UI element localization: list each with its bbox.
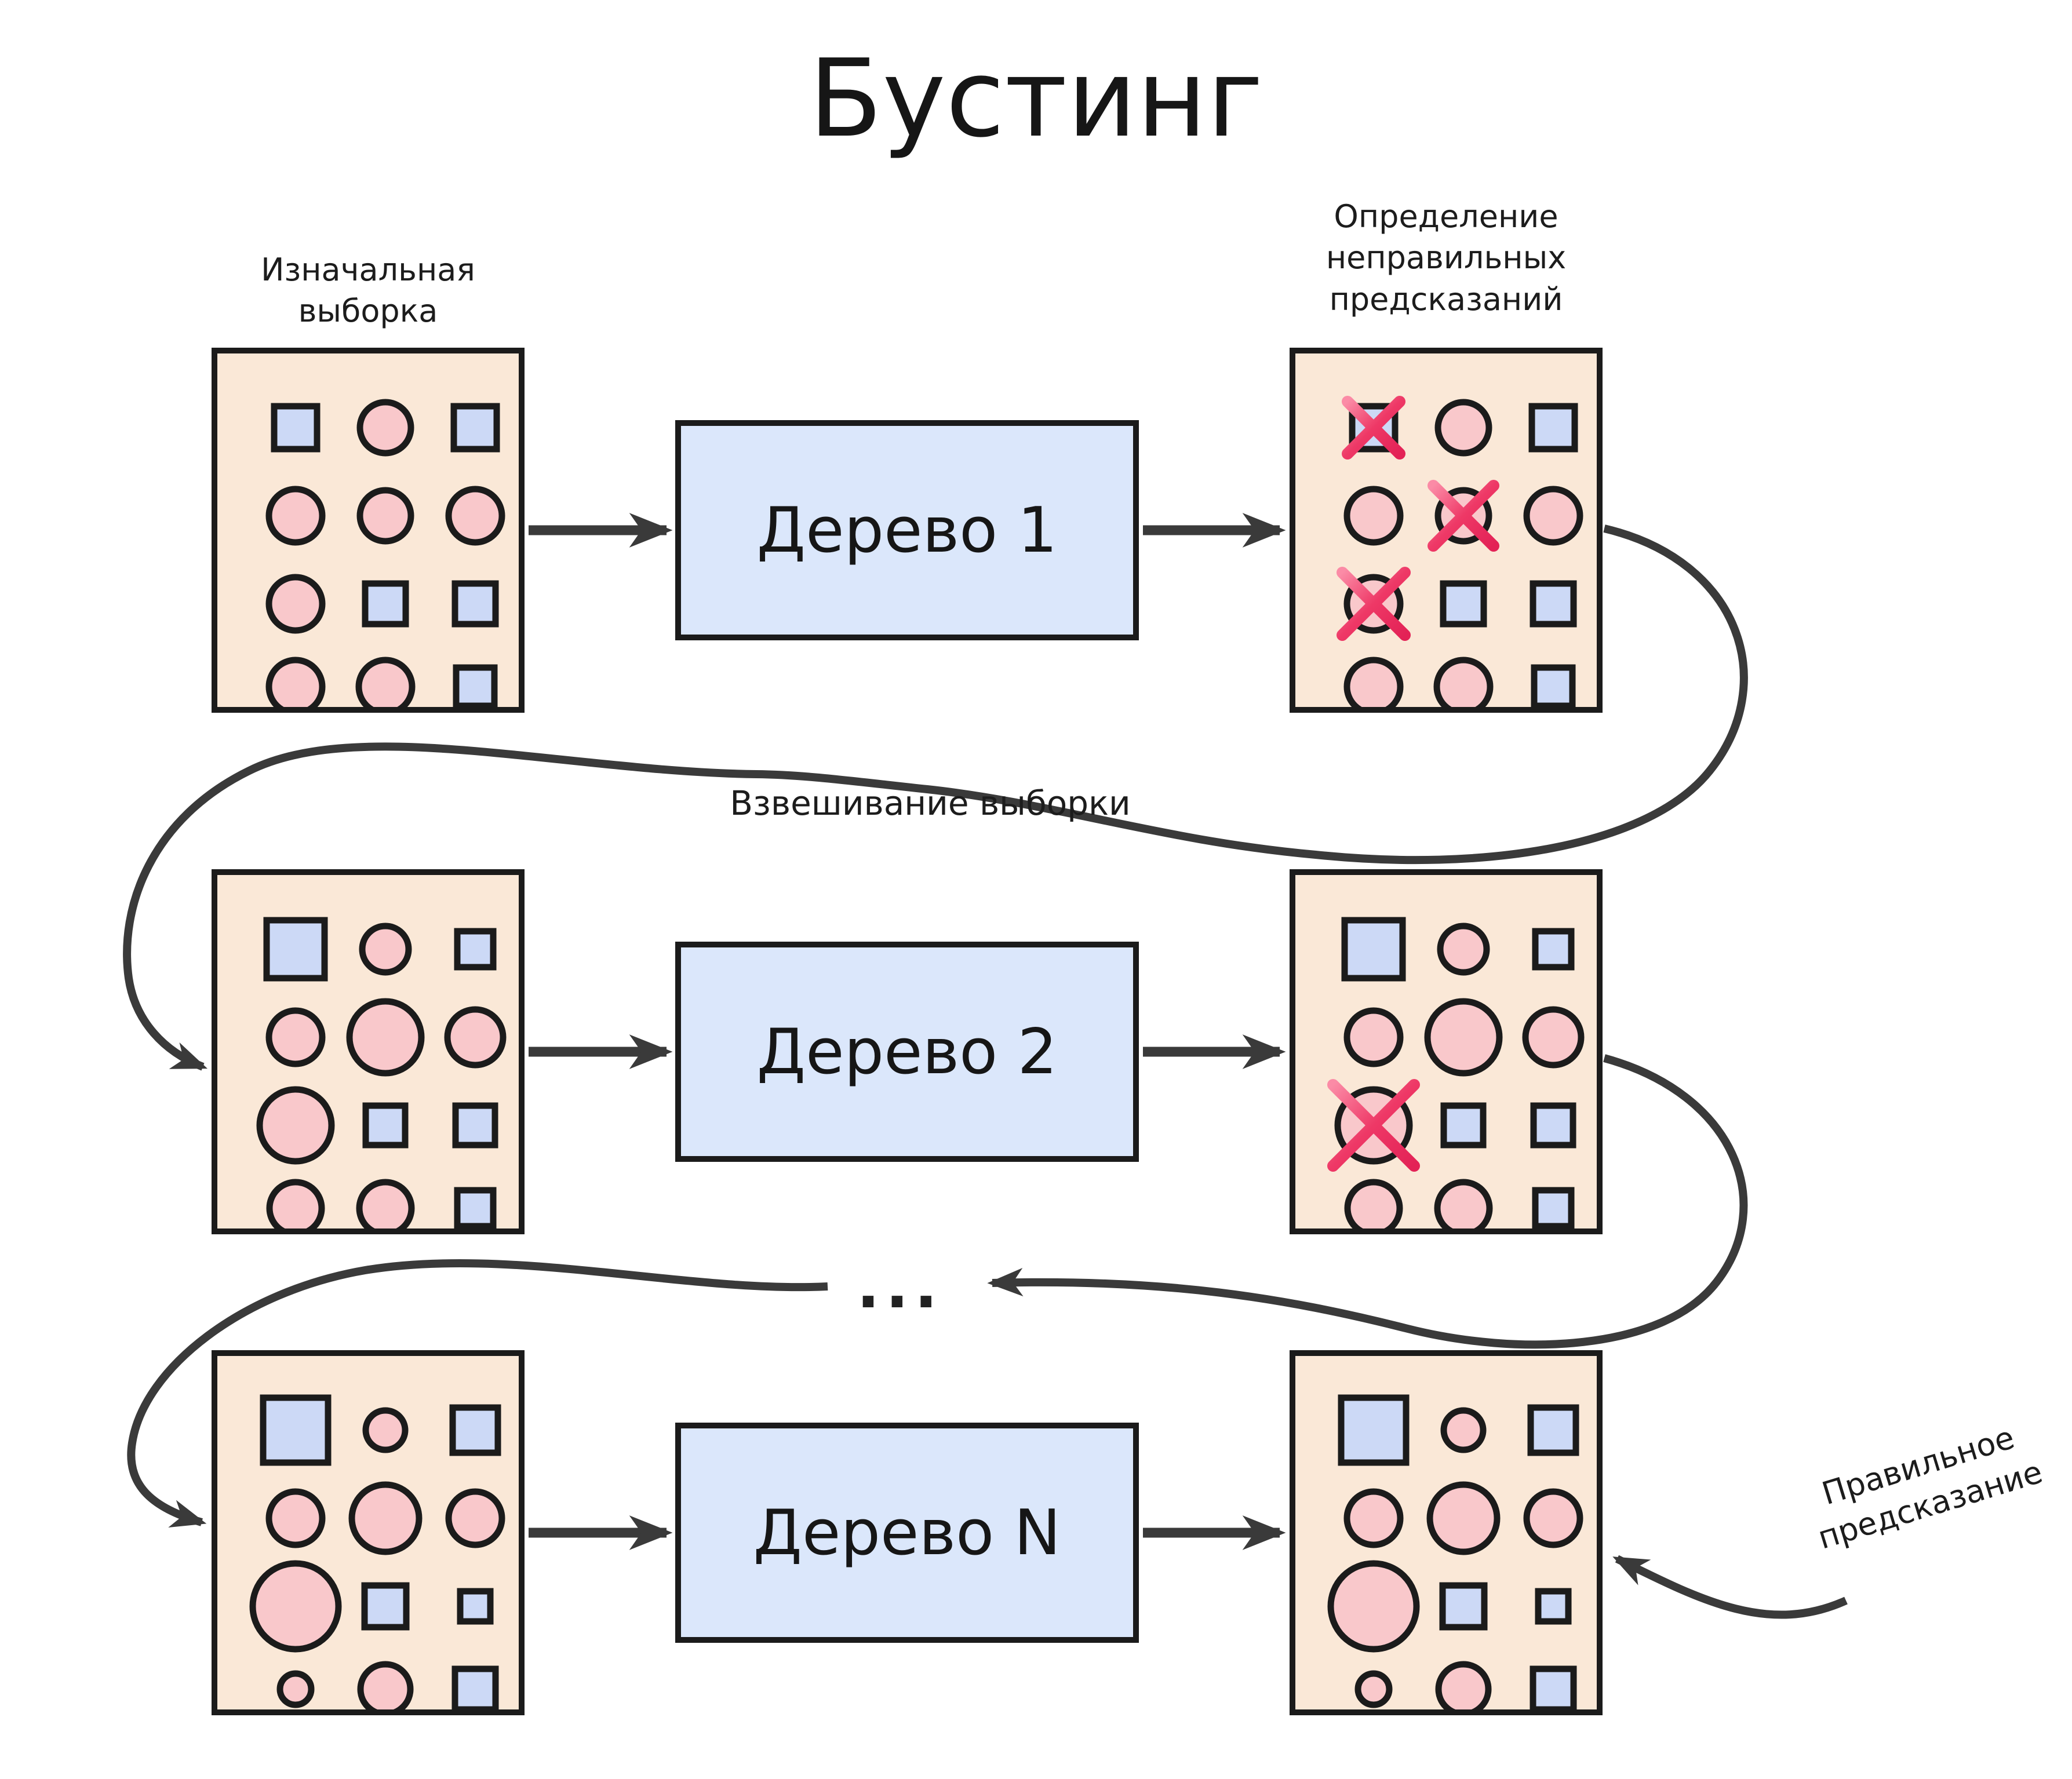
cross-icon xyxy=(1337,567,1411,641)
sample-shape-circle xyxy=(346,998,425,1077)
sample-shape-square xyxy=(1527,1404,1579,1456)
sample-shape-circle xyxy=(1523,1488,1583,1548)
sample-shape-circle xyxy=(356,487,414,545)
page-title: Бустинг xyxy=(809,36,1263,161)
label-correct-prediction: Правильное предсказание xyxy=(1814,1419,2047,1556)
sample-shape-circle xyxy=(265,1488,326,1548)
sample-shape-square xyxy=(1531,664,1576,707)
sample-box-errors-round1 xyxy=(1290,348,1603,713)
cross-icon xyxy=(1342,396,1405,460)
tree-box-1: Дерево 1 xyxy=(675,420,1139,640)
sample-shape-circle xyxy=(265,486,326,546)
sample-shape-circle xyxy=(1327,1560,1420,1653)
sample-shape-circle xyxy=(444,1006,507,1069)
sample-box-weighted-roundN xyxy=(212,1350,525,1715)
sample-shape-circle xyxy=(355,657,416,707)
sample-shape-square xyxy=(1530,1102,1576,1149)
sample-shape-circle xyxy=(445,1488,505,1548)
sample-shape-square xyxy=(1532,928,1575,971)
sample-box-weighted-round1 xyxy=(212,869,525,1234)
sample-shape-square xyxy=(450,403,500,453)
label-wrong-predictions: Определение неправильных предсказаний xyxy=(1326,198,1567,318)
sample-shape-square xyxy=(1532,1187,1575,1228)
sample-shape-circle xyxy=(256,1086,335,1165)
sample-shape-circle xyxy=(276,1670,315,1708)
ellipsis-text: ... xyxy=(857,1251,944,1322)
sample-shape-circle xyxy=(1522,1006,1585,1069)
label-sample-weighting: Взвешивание выборки xyxy=(730,783,1131,823)
sample-shape-circle xyxy=(362,1407,409,1453)
sample-shape-circle xyxy=(1424,998,1503,1077)
sample-shape-circle xyxy=(1343,486,1404,546)
sample-shape-circle xyxy=(266,1179,325,1228)
sample-shape-circle xyxy=(1440,1407,1487,1453)
tree-label: Дерево 1 xyxy=(756,494,1058,567)
sample-shape-square xyxy=(1528,403,1578,453)
sample-shape-square xyxy=(451,1665,499,1709)
sample-shape-circle xyxy=(1343,657,1404,707)
sample-shape-circle xyxy=(357,1661,414,1709)
tree-label: Дерево N xyxy=(753,1496,1061,1569)
sample-shape-circle xyxy=(265,1007,326,1067)
sample-shape-circle xyxy=(359,923,412,976)
tree-box-n: Дерево N xyxy=(675,1423,1139,1643)
sample-shape-square xyxy=(1530,1665,1577,1709)
cross-icon xyxy=(1327,1079,1420,1172)
sample-shape-circle xyxy=(1343,1007,1404,1067)
sample-shape-circle xyxy=(1435,1661,1492,1709)
sample-box-errors-round2 xyxy=(1290,869,1603,1234)
sample-shape-circle xyxy=(1354,1670,1393,1708)
sample-shape-square xyxy=(263,917,328,982)
sample-shape-circle xyxy=(1434,399,1492,457)
sample-shape-circle xyxy=(1343,1488,1404,1548)
sample-shape-circle xyxy=(249,1560,342,1653)
sample-shape-square xyxy=(452,1102,498,1149)
sample-shape-circle xyxy=(348,1481,423,1555)
sample-shape-square xyxy=(457,1588,494,1625)
tree-label: Дерево 2 xyxy=(756,1015,1058,1088)
sample-shape-square xyxy=(453,664,498,707)
tree-box-2: Дерево 2 xyxy=(675,942,1139,1162)
sample-shape-square xyxy=(451,580,499,628)
cross-icon xyxy=(1428,480,1499,552)
sample-shape-square xyxy=(260,1394,332,1466)
sample-shape-square xyxy=(449,1404,501,1456)
sample-shape-square xyxy=(1341,917,1406,982)
sample-shape-square xyxy=(362,1102,409,1149)
curve-correct-prediction-pointer xyxy=(1612,1555,1848,1619)
sample-shape-square xyxy=(1535,1588,1572,1625)
sample-box-initial xyxy=(212,348,525,713)
sample-shape-square xyxy=(454,1187,497,1228)
sample-shape-square xyxy=(362,580,409,628)
sample-shape-square xyxy=(1530,580,1577,628)
sample-shape-square xyxy=(1440,1102,1487,1149)
sample-shape-square xyxy=(271,403,321,453)
sample-shape-circle xyxy=(1523,486,1583,546)
sample-shape-circle xyxy=(445,486,505,546)
sample-shape-circle xyxy=(1433,657,1494,707)
label-initial-sample: Изначальная выборка xyxy=(261,251,475,330)
sample-shape-circle xyxy=(1344,1179,1403,1228)
sample-shape-circle xyxy=(265,574,326,634)
sample-shape-circle xyxy=(356,1179,415,1228)
sample-box-final-predictions xyxy=(1290,1350,1603,1715)
sample-shape-circle xyxy=(1437,923,1490,976)
sample-shape-circle xyxy=(356,399,414,457)
sample-shape-square xyxy=(361,1582,410,1631)
sample-shape-circle xyxy=(1434,1179,1493,1228)
sample-shape-circle xyxy=(1426,1481,1501,1555)
sample-shape-square xyxy=(1338,1394,1410,1466)
sample-shape-square xyxy=(1440,580,1487,628)
sample-shape-square xyxy=(454,928,497,971)
sample-shape-circle xyxy=(265,657,326,707)
sample-shape-square xyxy=(1439,1582,1488,1631)
